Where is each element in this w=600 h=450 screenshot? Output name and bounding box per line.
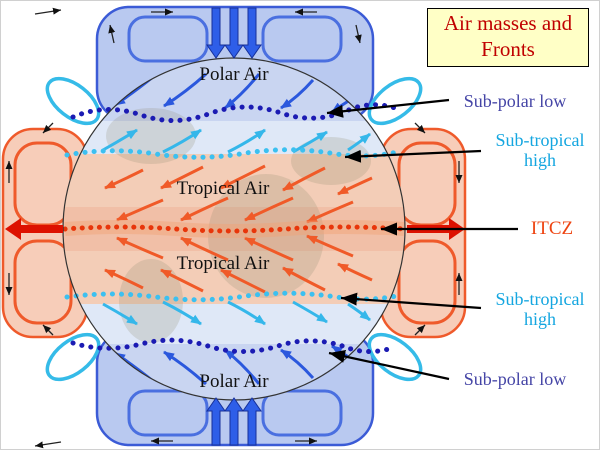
arrow-subpolar-low-north: [326, 98, 450, 118]
trade-winds-south: [104, 234, 373, 294]
circulation-ring: [45, 76, 101, 126]
polar-rising-arrows: [206, 397, 262, 446]
label-subpolar-low-south: Sub-polar low: [463, 369, 567, 389]
ferrel-cell-rings: [45, 76, 423, 382]
small-arrow: [354, 24, 362, 44]
small-arrow: [34, 7, 62, 15]
westerlies-south: [102, 300, 371, 326]
label-polar-air-north: Polar Air: [199, 64, 269, 85]
down-arrow: [242, 7, 262, 59]
circulation-ring: [45, 332, 101, 382]
label-polar-air-south: Polar Air: [199, 371, 269, 392]
polar-descending-arrows: [206, 7, 262, 59]
down-arrow: [224, 7, 244, 59]
circulation-ring: [367, 332, 423, 382]
small-arrow: [42, 122, 54, 134]
circulation-ring: [397, 239, 457, 325]
subpolar-low-front-north: [70, 102, 398, 124]
label-subtropical-high-north: Sub-tropical high: [495, 130, 585, 171]
diagram-title: Air masses and Fronts: [427, 8, 589, 68]
trade-winds-north: [104, 164, 373, 224]
circulation-ring: [127, 389, 209, 437]
label-itcz: ITCZ: [530, 218, 574, 239]
itcz-arrow-west: [5, 218, 63, 240]
label-subtropical-high-south: Sub-tropical high: [495, 289, 585, 330]
up-arrow: [206, 397, 226, 446]
down-arrow: [206, 7, 226, 59]
itcz-glow: [64, 220, 405, 238]
small-arrow: [414, 324, 426, 336]
cell-direction-arrows: [5, 7, 463, 449]
small-arrow: [42, 324, 54, 336]
arrow-subpolar-low-south: [328, 350, 450, 381]
up-arrow: [224, 397, 244, 446]
circulation-ring: [367, 76, 423, 126]
label-tropical-air-north: Tropical Air: [177, 178, 270, 199]
small-arrow: [34, 441, 62, 449]
small-arrow: [108, 24, 116, 44]
midlatitude-band-south: [63, 304, 405, 344]
label-tropical-air-south: Tropical Air: [177, 253, 270, 274]
subtropical-high-ridge-north: [64, 147, 404, 160]
up-arrow: [242, 397, 262, 446]
circulation-ring: [261, 389, 343, 437]
small-arrow: [414, 122, 426, 134]
subpolar-low-front-south: [70, 337, 398, 355]
arrow-subtropical-high-south: [340, 292, 482, 310]
circulation-ring: [261, 15, 343, 63]
arrow-subtropical-high-north: [344, 149, 482, 163]
annotation-arrows: [326, 98, 518, 381]
circulation-ring: [127, 15, 209, 63]
label-subpolar-low-north: Sub-polar low: [463, 91, 567, 111]
